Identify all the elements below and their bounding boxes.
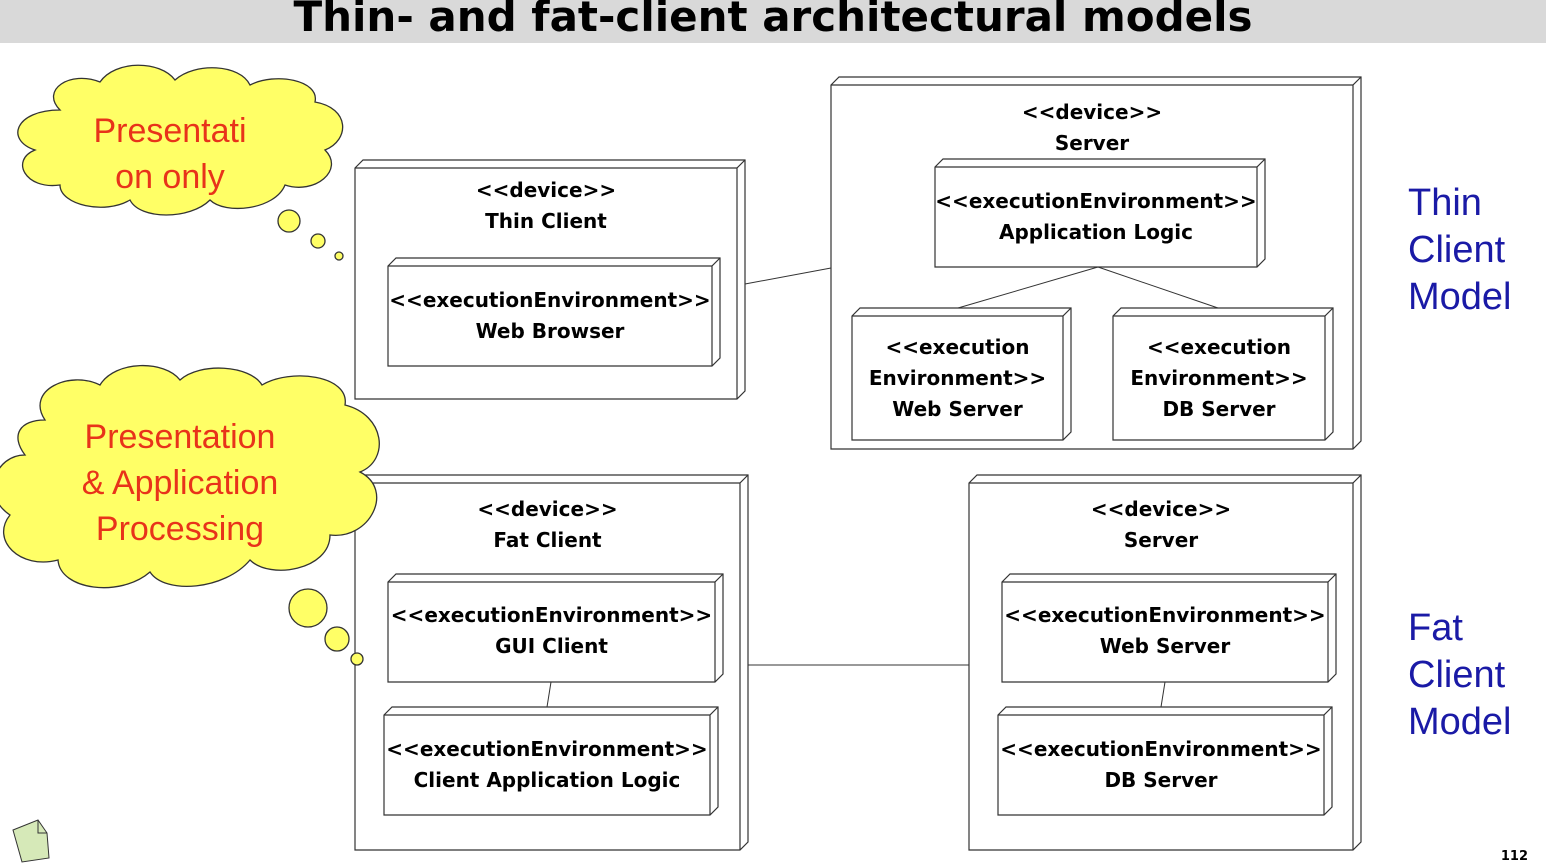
application-logic-env-node bbox=[934, 158, 1266, 268]
thin-client-device-label: <<device>> Thin Client bbox=[475, 178, 617, 233]
fat-thought-cloud bbox=[0, 364, 380, 666]
fat-server-device-label: <<device>> Server bbox=[1090, 497, 1232, 552]
fat-db-server-env-node bbox=[997, 706, 1333, 816]
note-icon bbox=[12, 819, 50, 863]
web-db-server-link bbox=[1160, 681, 1166, 708]
thin-thought-cloud bbox=[17, 64, 344, 261]
gui-app-logic-link bbox=[546, 681, 552, 708]
fat-web-server-label: <<executionEnvironment>> Web Server bbox=[1004, 603, 1326, 658]
gui-client-label: <<executionEnvironment>> GUI Client bbox=[390, 603, 713, 658]
app-logic-db-server-link bbox=[1097, 266, 1219, 309]
gui-client-env-node bbox=[387, 573, 724, 683]
fat-cloud-text: Presentation & Application Processing bbox=[81, 418, 279, 548]
fat-db-server-label: <<executionEnvironment>> DB Server bbox=[1000, 737, 1322, 792]
thin-client-model-label: Thin Client Model bbox=[1408, 182, 1512, 318]
thin-web-server-label: <<execution Environment>> Web Server bbox=[868, 335, 1047, 421]
application-logic-label: <<executionEnvironment>> Application Log… bbox=[935, 189, 1257, 244]
title-bar bbox=[0, 0, 1546, 43]
thin-server-device-label: <<device>> Server bbox=[1021, 100, 1163, 155]
web-browser-label: <<executionEnvironment>> Web Browser bbox=[389, 288, 711, 343]
web-browser-env-node bbox=[387, 257, 721, 367]
page-number: 112 bbox=[1500, 849, 1528, 864]
thin-cloud-text: Presentati on only bbox=[93, 112, 247, 196]
page-title: Thin- and fat-client architectural model… bbox=[293, 0, 1253, 41]
thin-web-server-env-node bbox=[851, 307, 1072, 441]
fat-web-server-env-node bbox=[1001, 573, 1337, 683]
fat-client-device-label: <<device>> Fat Client bbox=[477, 497, 618, 552]
thin-db-server-env-node bbox=[1112, 307, 1334, 441]
client-app-logic-label: <<executionEnvironment>> Client Applicat… bbox=[386, 737, 708, 792]
client-app-logic-env-node bbox=[383, 706, 719, 816]
app-logic-web-server-link bbox=[957, 266, 1099, 309]
thin-client-server-link bbox=[744, 267, 832, 285]
thin-db-server-label: <<execution Environment>> DB Server bbox=[1130, 335, 1308, 421]
fat-client-model-label: Fat Client Model bbox=[1408, 607, 1512, 743]
